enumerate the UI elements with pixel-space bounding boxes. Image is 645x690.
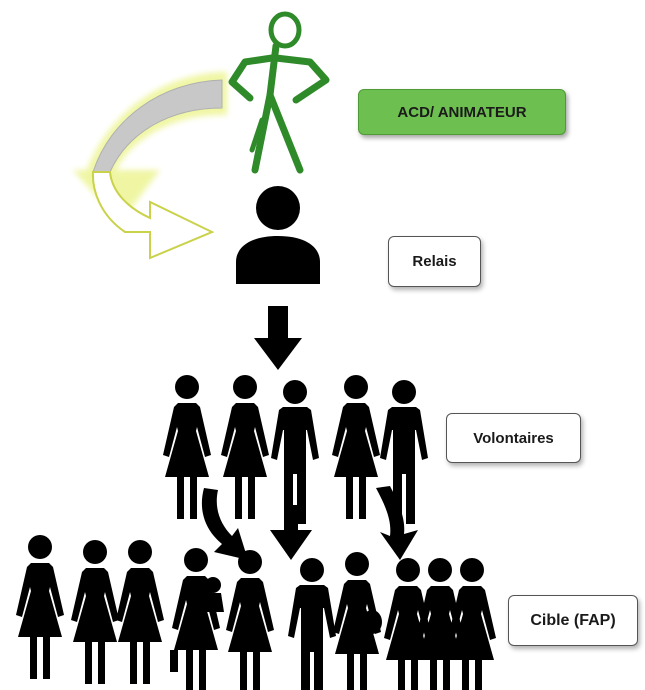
cible-fap-label: Cible (FAP) <box>508 595 638 646</box>
person-bust-icon <box>236 186 320 284</box>
curved-arrow-icon <box>72 71 227 260</box>
stick-figure-icon <box>228 11 330 174</box>
volontaires-label: Volontaires <box>446 413 581 463</box>
target-group <box>16 535 496 690</box>
down-arrow-icon <box>254 306 302 370</box>
relais-label: Relais <box>388 236 481 287</box>
down-arrow-icon <box>201 486 418 560</box>
acd-animateur-label: ACD/ ANIMATEUR <box>358 89 566 135</box>
